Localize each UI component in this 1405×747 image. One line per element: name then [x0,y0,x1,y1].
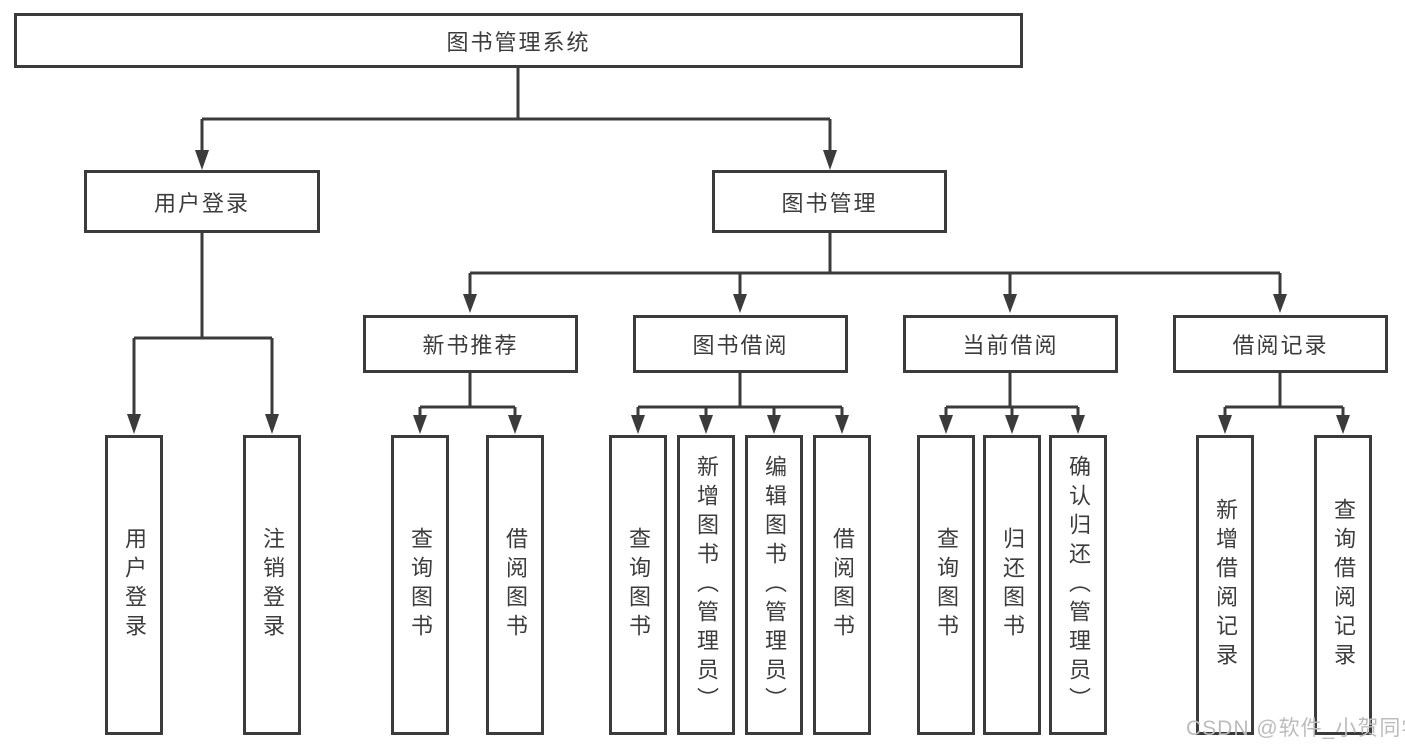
leaf-current-query-book: 查询图书 [917,435,975,735]
arrow-down-icon [631,415,645,434]
arrow-down-icon [1005,415,1019,434]
node-book-management: 图书管理 [712,170,947,233]
leaf-logout-label: 注销登录 [260,527,285,643]
arrow-down-icon [265,414,279,434]
leaf-recommend-borrow-book-label: 借阅图书 [503,527,528,643]
arrowhead-group [127,150,1350,434]
arrow-down-icon [463,294,477,313]
connector-line-group [132,68,1345,419]
leaf-current-query-book-label: 查询图书 [934,527,959,643]
leaf-return-book: 归还图书 [983,435,1041,735]
leaf-recommend-borrow-book: 借阅图书 [486,435,544,735]
node-current-borrow: 当前借阅 [903,315,1118,373]
leaf-add-borrow-record-label: 新增借阅记录 [1213,498,1238,672]
arrow-down-icon [1336,415,1350,434]
connector-line [200,68,832,154]
node-root: 图书管理系统 [14,13,1023,68]
arrow-down-icon [939,415,953,434]
arrow-down-icon [835,415,849,434]
watermark-text: CSDN @软件_小贺同学 [1186,717,1405,740]
arrow-down-icon [767,415,781,434]
leaf-borrow-book: 借阅图书 [813,435,871,735]
leaf-borrow-book-label: 借阅图书 [830,527,855,643]
leaf-query-borrow-record-label: 查询借阅记录 [1331,498,1356,672]
node-new-book-recommend-label: 新书推荐 [422,333,519,358]
arrow-down-icon [733,294,747,313]
node-user-login: 用户登录 [84,170,320,233]
leaf-confirm-return-admin-label: 确认归还（管理员） [1066,454,1091,716]
connector-line [132,233,274,418]
connector-line [636,373,844,419]
arrow-down-icon [127,414,141,434]
leaf-add-book-admin: 新增图书（管理员） [677,435,735,735]
leaf-user-login-label: 用户登录 [122,527,147,643]
leaf-add-book-admin-label: 新增图书（管理员） [694,454,719,716]
arrow-down-icon [508,415,522,434]
arrow-down-icon [823,150,837,170]
connector-line [1223,373,1345,419]
arrow-down-icon [195,150,209,170]
node-borrow-record-label: 借阅记录 [1232,333,1329,358]
node-root-label: 图书管理系统 [446,29,591,55]
arrow-down-icon [1003,294,1017,313]
connector-line [468,233,1282,297]
arrow-down-icon [1071,415,1085,434]
leaf-confirm-return-admin: 确认归还（管理员） [1049,435,1107,735]
leaf-recommend-query-book: 查询图书 [391,435,449,735]
leaf-user-login: 用户登录 [105,435,163,735]
leaf-logout: 注销登录 [243,435,301,735]
node-book-management-label: 图书管理 [781,190,878,216]
leaf-return-book-label: 归还图书 [1000,527,1025,643]
connector-line [944,373,1080,419]
node-borrow-record: 借阅记录 [1173,315,1388,373]
node-book-borrow: 图书借阅 [633,315,848,373]
leaf-edit-book-admin-label: 编辑图书（管理员） [762,454,787,716]
leaf-borrow-query-book: 查询图书 [609,435,667,735]
leaf-add-borrow-record: 新增借阅记录 [1196,435,1254,735]
arrow-down-icon [1273,294,1287,313]
node-book-borrow-label: 图书借阅 [692,333,789,358]
arrow-down-icon [413,415,427,434]
leaf-query-borrow-record: 查询借阅记录 [1314,435,1372,735]
leaf-borrow-query-book-label: 查询图书 [626,527,651,643]
leaf-edit-book-admin: 编辑图书（管理员） [745,435,803,735]
arrow-down-icon [1218,415,1232,434]
node-new-book-recommend: 新书推荐 [363,315,578,373]
arrow-down-icon [699,415,713,434]
node-current-borrow-label: 当前借阅 [962,333,1059,358]
node-user-login-label: 用户登录 [153,190,250,216]
connector-line [418,373,517,419]
leaf-recommend-query-book-label: 查询图书 [408,527,433,643]
